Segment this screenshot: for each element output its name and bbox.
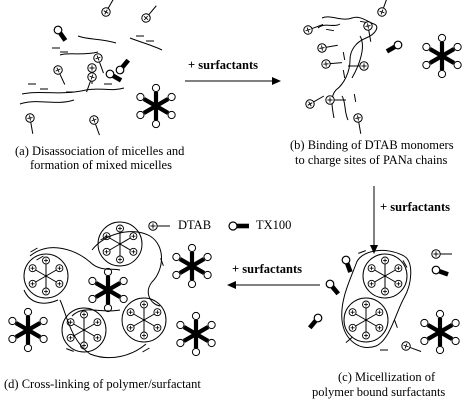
legend-dtab-icon bbox=[148, 221, 170, 231]
panel-b bbox=[302, 0, 462, 135]
panel-a bbox=[19, 0, 175, 137]
negative-charges-b bbox=[325, 20, 369, 103]
caption-a-line1: (a) Disassociation of micelles and bbox=[15, 144, 185, 158]
tx100-micelle-d-bottom bbox=[177, 312, 215, 355]
caption-d-line1: (d) Cross-linking of polymer/surfactant bbox=[4, 377, 201, 391]
caption-c-line1: (c) Micellization of bbox=[338, 370, 436, 384]
caption-b-line1: (b) Binding of DTAB monomers bbox=[290, 138, 454, 152]
arrow-label-b-to-c: + surfactants bbox=[380, 200, 450, 214]
panel-c bbox=[306, 249, 459, 356]
tx100-micelle-b bbox=[423, 34, 461, 77]
arrow-b-to-c bbox=[370, 186, 378, 254]
arrow-a-to-b bbox=[185, 77, 281, 85]
legend bbox=[148, 221, 249, 231]
cross-linked-network-d bbox=[23, 221, 167, 359]
tx100-micelle-d-left bbox=[9, 308, 47, 351]
caption-b-line2: to charge sites of PANa chains bbox=[295, 153, 448, 167]
polymer-chains-b bbox=[317, 16, 378, 121]
bound-dtab-b bbox=[302, 0, 392, 135]
tx100-molecule-b bbox=[384, 39, 404, 56]
arrow-label-c-to-d: + surfactants bbox=[232, 262, 302, 276]
polymer-wrapped-micelle-c bbox=[341, 249, 412, 351]
tx100-micelle-a bbox=[137, 84, 175, 127]
tx100-micelle-c bbox=[421, 310, 459, 353]
panel-d bbox=[9, 221, 215, 359]
legend-tx100-label: TX100 bbox=[256, 218, 292, 232]
arrow-label-a-to-b: + surfactants bbox=[188, 58, 258, 72]
caption-c-line2: polymer bound surfactants bbox=[312, 385, 446, 399]
legend-tx100-icon bbox=[228, 221, 249, 231]
tx100-molecules-c bbox=[306, 254, 450, 331]
tx100-micelle-d-top bbox=[173, 244, 211, 287]
polymer-chains-a bbox=[19, 35, 163, 105]
arrow-c-to-d bbox=[227, 281, 320, 289]
legend-dtab-label: DTAB bbox=[178, 218, 212, 232]
caption-a-line2: formation of mixed micelles bbox=[30, 158, 172, 172]
